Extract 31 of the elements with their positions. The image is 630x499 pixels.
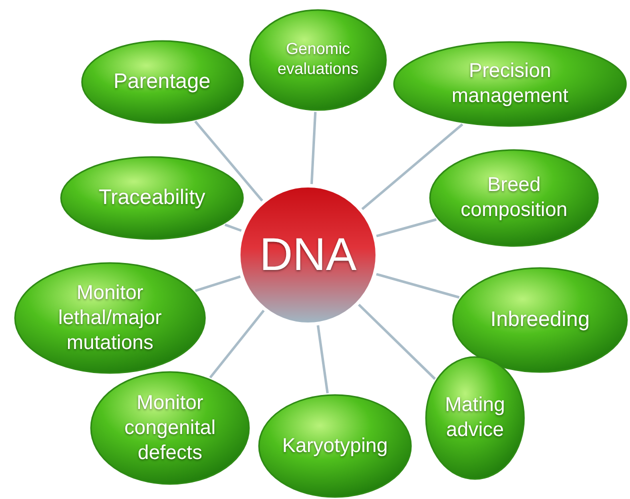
ellipse-node	[13, 261, 207, 375]
ellipse-node	[59, 155, 245, 241]
ellipse-node	[89, 370, 251, 486]
node-label: Monitor lethal/major mutations	[57, 280, 163, 356]
ellipse-node	[80, 39, 244, 125]
connector-line	[209, 310, 265, 378]
ellipse-node	[451, 266, 629, 374]
connector-line	[194, 120, 264, 202]
node-label: Karyotyping	[282, 434, 388, 458]
connector-line	[361, 123, 464, 210]
connector-line	[358, 304, 436, 380]
connector-line	[194, 275, 241, 292]
ellipse-node	[248, 8, 388, 112]
connector-line	[376, 218, 437, 238]
node-label: Parentage	[114, 68, 210, 95]
node-label: Inbreeding	[490, 306, 590, 333]
ellipse-node	[257, 393, 413, 499]
node-label: Monitor congenital defects	[123, 390, 217, 466]
node-label: Precision management	[450, 59, 570, 109]
ellipse-node	[428, 148, 600, 248]
node-label: Traceability	[98, 184, 206, 211]
connector-line	[224, 223, 242, 232]
node-label: Genomic evaluations	[276, 40, 360, 80]
node-label: DNA	[259, 227, 357, 282]
node-label: Breed composition	[460, 173, 568, 223]
node-label: Mating advice	[444, 393, 506, 443]
connector-line	[376, 272, 460, 299]
connector-line	[310, 112, 317, 184]
ellipse-node	[424, 355, 526, 481]
connector-line	[316, 325, 329, 394]
ellipse-node	[392, 40, 628, 128]
